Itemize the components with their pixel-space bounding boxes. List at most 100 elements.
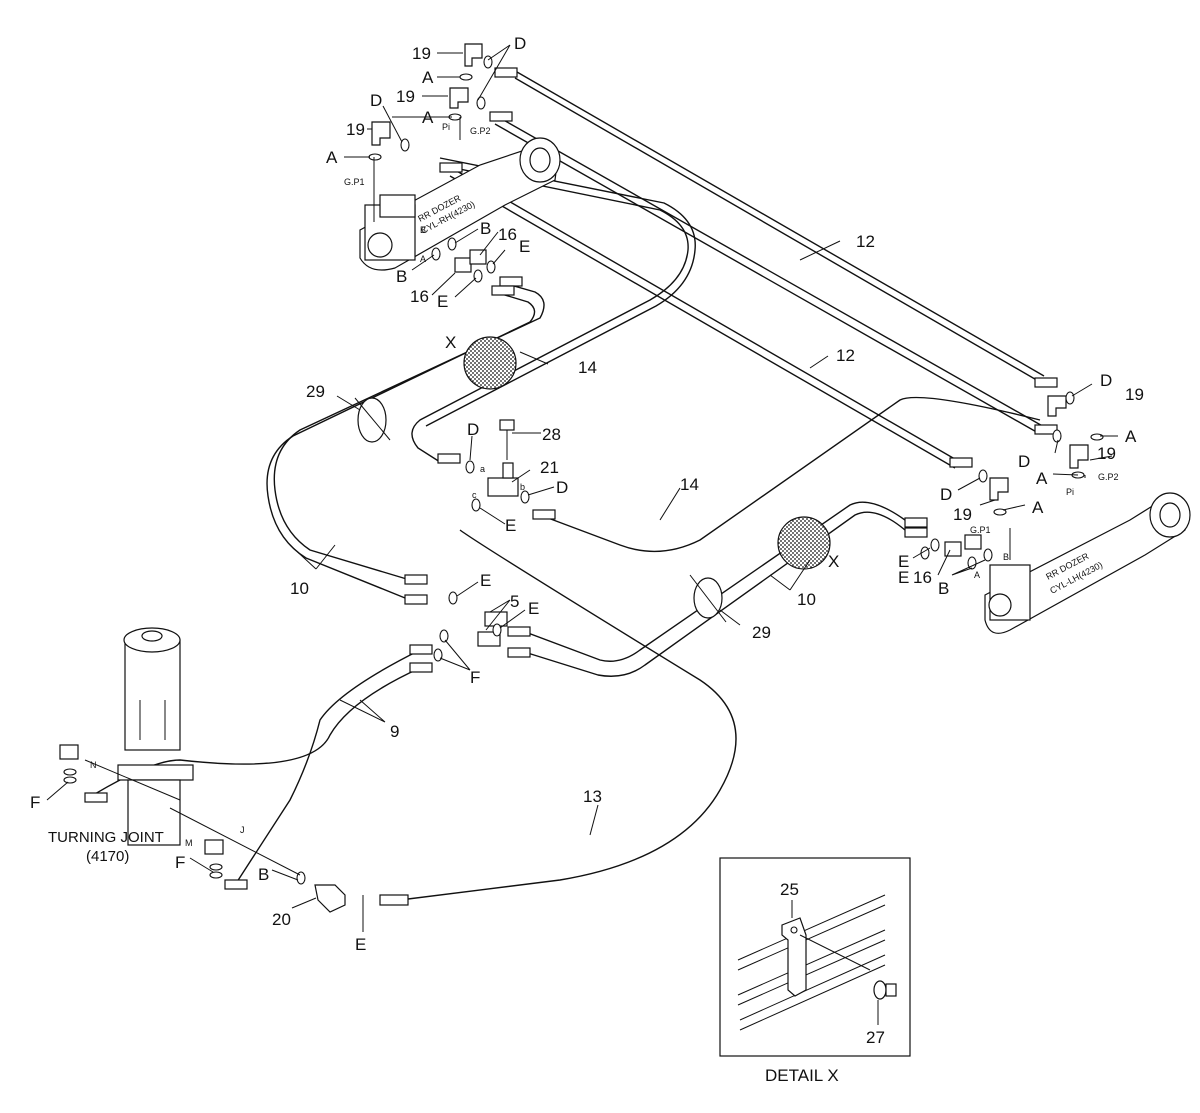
hose-9-pair bbox=[234, 649, 421, 886]
label-b: B bbox=[938, 579, 949, 598]
turning-joint-line1: TURNING JOINT bbox=[48, 829, 164, 846]
label-f: F bbox=[175, 853, 185, 872]
label-gp2: G.P2 bbox=[470, 126, 491, 136]
label-e: E bbox=[898, 552, 909, 571]
bolt-28 bbox=[499, 419, 515, 431]
label-gp2: G.P2 bbox=[1098, 472, 1119, 482]
label-9: 9 bbox=[390, 722, 399, 741]
hose-14-right bbox=[539, 396, 1041, 553]
label-29: 29 bbox=[306, 382, 325, 401]
label-x: X bbox=[828, 552, 839, 571]
clamp-29-left bbox=[354, 397, 391, 443]
label-a: A bbox=[1125, 427, 1137, 446]
label-19: 19 bbox=[1125, 385, 1144, 404]
labels: 19 D A 19 A D 19 A Pi G.P2 G.P1 A B B B … bbox=[30, 34, 1144, 1085]
hoses bbox=[84, 71, 1047, 901]
label-small-m: M bbox=[185, 838, 193, 848]
detail-x-inset bbox=[719, 857, 911, 1057]
label-small-b: b bbox=[520, 482, 525, 492]
clamp-25 bbox=[781, 917, 807, 997]
hose-12-lower bbox=[494, 117, 1047, 435]
label-small-b: B bbox=[420, 225, 426, 235]
adapter-16-a bbox=[454, 257, 472, 273]
detail-caption: DETAIL X bbox=[765, 1066, 839, 1085]
label-21: 21 bbox=[540, 458, 559, 477]
label-e: E bbox=[480, 571, 491, 590]
turning-joint-line2: (4170) bbox=[86, 848, 129, 865]
label-pi: Pi bbox=[1066, 487, 1074, 497]
label-small-b: B bbox=[1003, 552, 1009, 562]
label-small-a: A bbox=[420, 254, 426, 264]
tee-n bbox=[59, 744, 79, 760]
adapter-16-b bbox=[469, 249, 487, 265]
label-d: D bbox=[1018, 452, 1030, 471]
label-19: 19 bbox=[412, 44, 431, 63]
hose-14-loop-b bbox=[425, 157, 696, 427]
detail-x-zone-left bbox=[463, 336, 517, 390]
elbow-20 bbox=[314, 884, 346, 913]
elbow-19-d bbox=[1047, 395, 1067, 417]
label-27: 27 bbox=[866, 1028, 885, 1047]
label-16: 16 bbox=[498, 225, 517, 244]
label-19: 19 bbox=[953, 505, 972, 524]
hose-14-loop bbox=[411, 164, 689, 463]
label-d: D bbox=[514, 34, 526, 53]
clamp-29-right bbox=[689, 574, 727, 623]
label-b: B bbox=[396, 267, 407, 286]
label-10: 10 bbox=[290, 579, 309, 598]
cylinder-lh bbox=[984, 492, 1191, 634]
label-pi: Pi bbox=[442, 122, 450, 132]
detail-x-zone-right bbox=[777, 516, 831, 570]
hose-12-mid bbox=[449, 169, 961, 469]
hose-13 bbox=[399, 529, 737, 901]
label-20: 20 bbox=[272, 910, 291, 929]
hose-12-upper bbox=[514, 77, 1041, 383]
label-b: B bbox=[258, 865, 269, 884]
o-rings bbox=[63, 55, 1104, 885]
label-16: 16 bbox=[410, 287, 429, 306]
label-x: X bbox=[445, 333, 456, 352]
elbow-19-a bbox=[464, 43, 483, 67]
hose-10-right-b bbox=[517, 511, 906, 677]
label-a: A bbox=[1036, 469, 1048, 488]
label-25: 25 bbox=[780, 880, 799, 899]
label-10: 10 bbox=[797, 590, 816, 609]
label-small-j: J bbox=[240, 825, 245, 835]
label-e: E bbox=[898, 568, 909, 587]
label-small-n: N bbox=[90, 760, 97, 770]
label-small-a: a bbox=[480, 464, 485, 474]
label-f: F bbox=[470, 668, 480, 687]
label-e: E bbox=[528, 599, 539, 618]
label-small-a: A bbox=[974, 570, 980, 580]
label-d: D bbox=[1100, 371, 1112, 390]
label-12: 12 bbox=[836, 346, 855, 365]
label-d: D bbox=[556, 478, 568, 497]
label-d: D bbox=[467, 420, 479, 439]
label-12: 12 bbox=[856, 232, 875, 251]
adapter-16-d bbox=[964, 534, 982, 550]
label-gp1: G.P1 bbox=[970, 525, 991, 535]
label-e: E bbox=[355, 935, 366, 954]
hose-12-upper-b bbox=[516, 71, 1045, 377]
fittings bbox=[59, 43, 1089, 913]
label-e: E bbox=[437, 292, 448, 311]
label-e: E bbox=[505, 516, 516, 535]
label-small-c: c bbox=[472, 490, 477, 500]
bolt-27 bbox=[873, 980, 887, 1000]
label-14: 14 bbox=[578, 358, 597, 377]
adapter-16-c bbox=[944, 541, 962, 557]
label-13: 13 bbox=[583, 787, 602, 806]
hose-10-pair-b bbox=[266, 291, 536, 601]
elbow-19-c bbox=[371, 121, 391, 146]
label-16: 16 bbox=[913, 568, 932, 587]
tee-m bbox=[204, 839, 224, 855]
label-a: A bbox=[1032, 498, 1044, 517]
label-gp1: G.P1 bbox=[344, 177, 365, 187]
hose-10-pair bbox=[273, 281, 545, 581]
label-d: D bbox=[940, 485, 952, 504]
elbow-19-e bbox=[1069, 444, 1089, 469]
label-29: 29 bbox=[752, 623, 771, 642]
label-19: 19 bbox=[396, 87, 415, 106]
label-5: 5 bbox=[510, 592, 519, 611]
